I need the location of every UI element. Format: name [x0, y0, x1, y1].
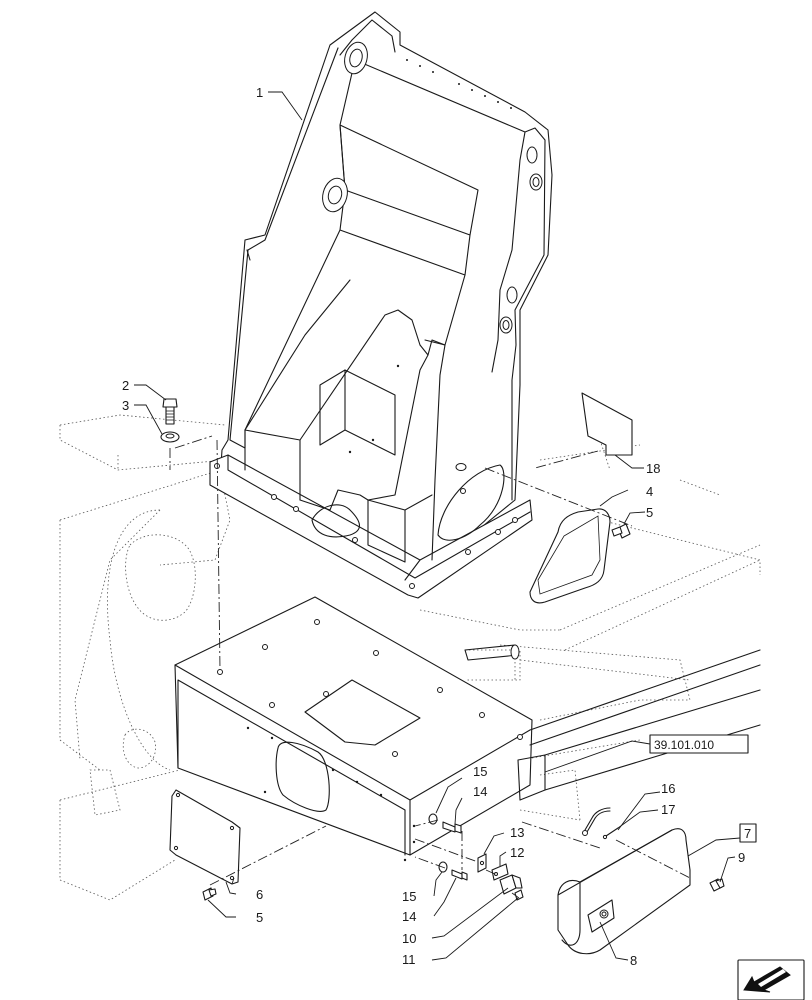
assembly-lines: [169, 435, 691, 899]
callout-15-lower: 15: [402, 889, 416, 904]
callout-9: 9: [738, 850, 745, 865]
callout-10: 10: [402, 931, 416, 946]
callout-6: 6: [256, 887, 263, 902]
callout-18: 18: [646, 461, 660, 476]
callout-2: 2: [122, 378, 129, 393]
pillar-frame: [209, 11, 553, 599]
cover-plate-part-6: [169, 789, 241, 885]
callout-5-lower: 5: [256, 910, 263, 925]
reference-box-label[interactable]: 39.101.010: [654, 738, 714, 752]
base-box: [174, 596, 533, 862]
callout-labels: 1 2 3 4 5 18 15 14 16 17 13 12 6 5 15 14…: [122, 85, 757, 968]
callout-7: 7: [744, 826, 751, 841]
callout-5-right: 5: [646, 505, 653, 520]
callout-14-lower: 14: [402, 909, 416, 924]
reference-box[interactable]: [649, 734, 749, 754]
callout-17: 17: [661, 802, 675, 817]
callout-13: 13: [510, 825, 524, 840]
callout-16: 16: [661, 781, 675, 796]
hardware-bolts: [160, 398, 725, 901]
callout-3: 3: [122, 398, 129, 413]
callout-15-upper: 15: [473, 764, 487, 779]
leader-lines: [134, 91, 741, 961]
callout-1: 1: [256, 85, 263, 100]
cover-part-4: [529, 508, 611, 604]
callout-8: 8: [630, 953, 637, 968]
callout-7-box: [739, 823, 757, 843]
side-cover-part-7: [557, 828, 691, 955]
callout-4: 4: [646, 484, 653, 499]
callout-11: 11: [402, 952, 416, 967]
bracket-part-18: [581, 392, 633, 456]
callout-12: 12: [510, 845, 524, 860]
arrow-back-icon[interactable]: [737, 959, 805, 1000]
callout-14-upper: 14: [473, 784, 487, 799]
